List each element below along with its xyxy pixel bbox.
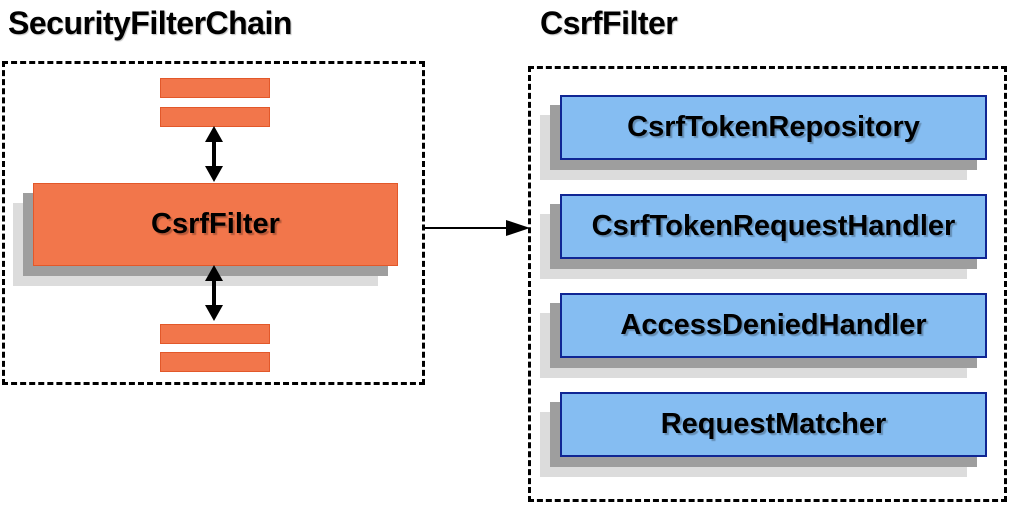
csrf-filter-container	[528, 66, 1007, 502]
component-node-label: CsrfTokenRepository	[627, 111, 920, 143]
component-node-csrf-token-request-handler: CsrfTokenRequestHandler	[560, 194, 987, 259]
bidirectional-arrow-icon	[205, 265, 223, 321]
component-node-label: CsrfTokenRequestHandler	[591, 210, 956, 242]
security-filter-chain-title: SecurityFilterChain	[8, 5, 292, 41]
bidirectional-arrow-icon	[205, 126, 223, 182]
csrf-filter-node-label: CsrfFilter	[151, 208, 280, 240]
csrf-filter-node: CsrfFilter	[33, 183, 398, 266]
component-node-access-denied-handler: AccessDeniedHandler	[560, 293, 987, 358]
security-filter-chain-container	[2, 61, 425, 385]
filter-placeholder-bar	[160, 78, 270, 98]
flow-arrow-icon	[424, 220, 530, 236]
component-node-csrf-token-repository: CsrfTokenRepository	[560, 95, 987, 160]
component-node-label: RequestMatcher	[660, 408, 887, 440]
csrf-filter-title: CsrfFilter	[540, 5, 678, 41]
filter-placeholder-bar	[160, 324, 270, 344]
component-node-request-matcher: RequestMatcher	[560, 392, 987, 457]
filter-placeholder-bar	[160, 107, 270, 127]
filter-placeholder-bar	[160, 352, 270, 372]
component-node-label: AccessDeniedHandler	[620, 309, 927, 341]
